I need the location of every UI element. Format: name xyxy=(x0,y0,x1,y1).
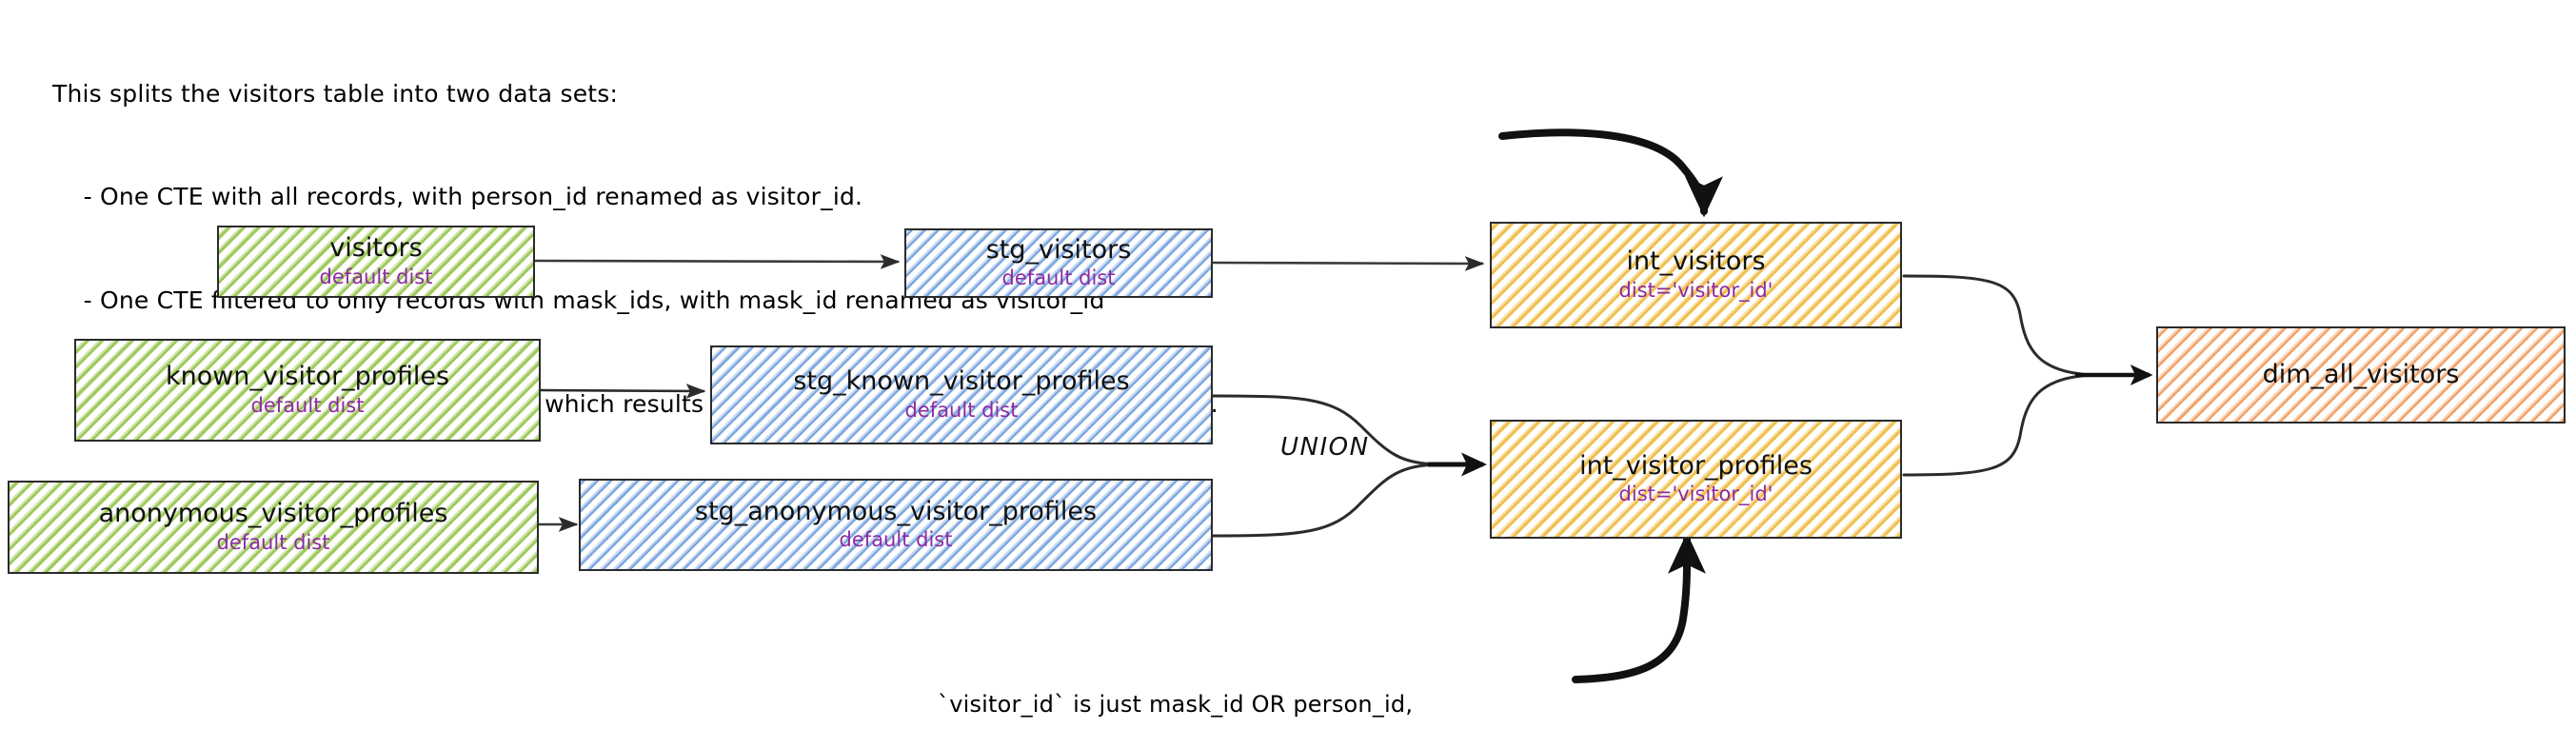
annotation-arrow-top xyxy=(1498,128,1723,218)
edge-stg-anonymous-union-curve xyxy=(1211,463,1441,538)
node-stg-known-visitor-profiles[interactable]: stg_known_visitor_profiles default dist xyxy=(710,345,1213,444)
node-anonymous-visitor-profiles-label: anonymous_visitor_profiles xyxy=(98,499,448,529)
node-known-visitor-profiles[interactable]: known_visitor_profiles default dist xyxy=(74,339,541,442)
node-stg-known-visitor-profiles-label: stg_known_visitor_profiles xyxy=(793,366,1130,397)
node-dim-all-visitors[interactable]: dim_all_visitors xyxy=(2156,326,2566,424)
node-stg-visitors-label: stg_visitors xyxy=(985,234,1132,265)
bottom-note-line-1: `visitor_id` is just mask_id OR person_i… xyxy=(938,691,1414,719)
node-visitors[interactable]: visitors default dist xyxy=(217,226,535,298)
edge-int-visitor-profiles-to-dim xyxy=(1902,373,2096,477)
top-note-line-2: - One CTE with all records, with person_… xyxy=(52,183,863,211)
bottom-annotation-note: `visitor_id` is just mask_id OR person_i… xyxy=(938,623,1475,749)
node-int-visitor-profiles-label: int_visitor_profiles xyxy=(1579,450,1813,481)
edge-stg-visitors-to-int-visitors xyxy=(1212,256,1485,271)
node-stg-visitors-dist: default dist xyxy=(1001,266,1116,290)
node-dim-all-visitors-label: dim_all_visitors xyxy=(2262,359,2460,389)
node-int-visitors-dist: dist='visitor_id' xyxy=(1618,278,1773,302)
node-int-visitors-label: int_visitors xyxy=(1626,246,1766,277)
node-anonymous-visitor-profiles[interactable]: anonymous_visitor_profiles default dist xyxy=(8,481,539,574)
node-int-visitor-profiles[interactable]: int_visitor_profiles dist='visitor_id' xyxy=(1490,420,1902,539)
node-stg-anonymous-visitor-profiles-label: stg_anonymous_visitor_profiles xyxy=(694,496,1098,526)
node-stg-anonymous-visitor-profiles-dist: default dist xyxy=(839,528,953,552)
annotation-arrow-bottom xyxy=(1572,532,1707,683)
node-anonymous-visitor-profiles-dist: default dist xyxy=(216,530,330,554)
node-stg-anonymous-visitor-profiles[interactable]: stg_anonymous_visitor_profiles default d… xyxy=(579,479,1213,571)
top-note-line-1: This splits the visitors table into two … xyxy=(52,79,619,108)
edge-int-visitors-to-dim xyxy=(1902,274,2096,377)
node-stg-known-visitor-profiles-dist: default dist xyxy=(904,398,1019,422)
node-known-visitor-profiles-label: known_visitor_profiles xyxy=(165,362,450,392)
node-int-visitors[interactable]: int_visitors dist='visitor_id' xyxy=(1490,222,1902,328)
node-visitors-label: visitors xyxy=(329,233,423,264)
node-visitors-dist: default dist xyxy=(319,265,433,288)
node-int-visitor-profiles-dist: dist='visitor_id' xyxy=(1618,483,1773,506)
node-stg-visitors[interactable]: stg_visitors default dist xyxy=(904,228,1213,298)
node-known-visitor-profiles-dist: default dist xyxy=(250,393,365,417)
edge-label-union: UNION xyxy=(1280,433,1370,462)
